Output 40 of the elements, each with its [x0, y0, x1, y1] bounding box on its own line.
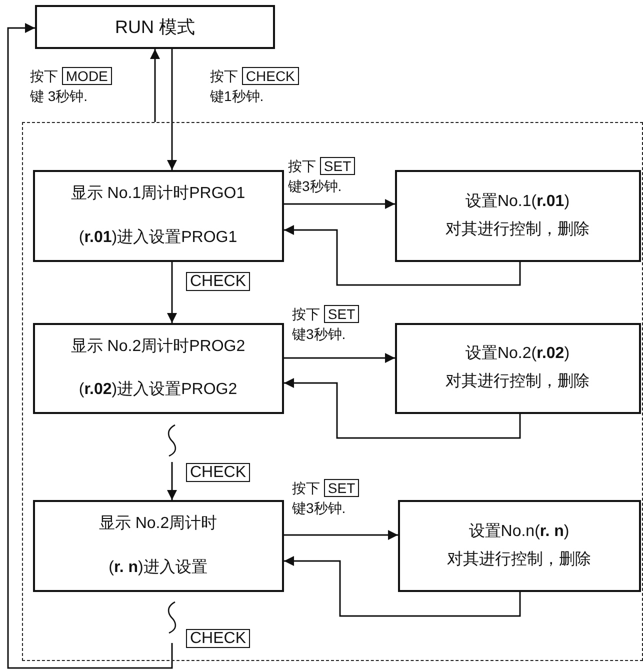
edge-label: CHECK: [186, 628, 250, 649]
arrow: [284, 556, 521, 617]
arrow: [167, 462, 177, 500]
step-box: [398, 500, 640, 592]
arrow: [150, 49, 160, 122]
step-text: 显示 No.2周计时PROG2: [70, 336, 246, 357]
edge-label: 按下 CHECK 键1秒钟.: [210, 66, 299, 106]
edge-label: 按下 SET 键3秒钟.: [292, 304, 360, 344]
step-text: RUN 模式: [115, 16, 195, 39]
edge-label: 按下 SET 键3秒钟.: [288, 156, 356, 196]
step-text: 设置No.n(r. n): [468, 522, 570, 542]
arrow: [284, 378, 521, 439]
arrow: [7, 23, 173, 669]
edge-label: 按下 MODE 键 3秒钟.: [30, 66, 112, 106]
step-text: 设置No.2(r.02): [465, 344, 570, 364]
mode-box: [35, 5, 275, 49]
step-box: [32, 500, 284, 592]
step-text: (r.02)进入设置PROG2: [78, 380, 238, 400]
step-text: 显示 No.1周计时PRGO1: [70, 184, 246, 204]
step-box: [32, 322, 284, 414]
step-text: (r. n)进入设置: [108, 558, 208, 578]
arrow: [167, 262, 177, 323]
step-text: 对其进行控制，删除: [446, 372, 590, 392]
arrow: [284, 353, 395, 363]
step-box: [394, 322, 640, 414]
dashed-frame: [22, 122, 643, 661]
arrow: [284, 199, 395, 209]
step-box: [32, 170, 284, 262]
arrow: [284, 530, 398, 540]
arrow: [167, 49, 177, 170]
step-text: 对其进行控制，删除: [446, 220, 590, 240]
step-text: 显示 No.2周计时: [98, 514, 218, 534]
edge-label: 按下 SET 键3秒钟.: [292, 478, 360, 518]
edge-label: CHECK: [186, 271, 250, 292]
edge-label: CHECK: [186, 462, 250, 483]
step-box: [394, 170, 640, 262]
step-text: 对其进行控制，删除: [447, 550, 591, 570]
step-text: 设置No.1(r.01): [465, 192, 570, 212]
arrow: [284, 225, 521, 286]
step-text: (r.01)进入设置PROG1: [78, 228, 238, 248]
